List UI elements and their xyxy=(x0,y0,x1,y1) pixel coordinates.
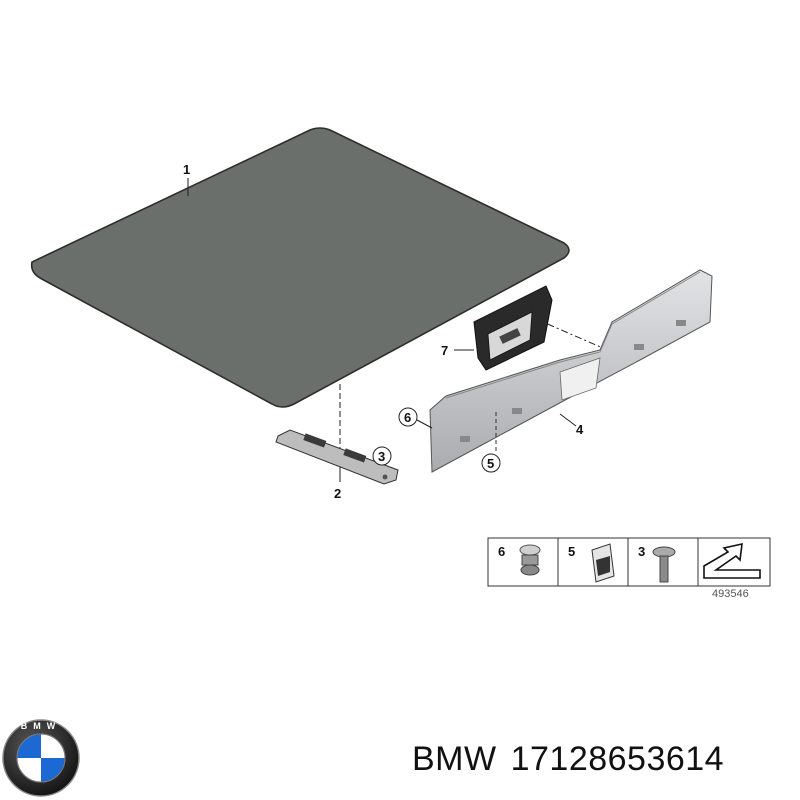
bracket xyxy=(275,429,399,485)
callout-4: 4 xyxy=(576,422,584,437)
trim-frame xyxy=(473,285,553,371)
callout-3-ring xyxy=(372,446,392,466)
legend-num-5: 5 xyxy=(568,544,575,559)
callout-1: 1 xyxy=(183,162,190,177)
callout-2: 2 xyxy=(334,486,341,501)
legend-num-3: 3 xyxy=(638,544,645,559)
nut-clip-icon xyxy=(591,543,615,583)
floor-mat xyxy=(30,127,570,408)
bmw-logo: BMW xyxy=(2,719,80,797)
legend-num-6: 6 xyxy=(498,544,505,559)
screw-icon xyxy=(652,546,676,583)
callout-6: 6 xyxy=(404,410,411,425)
svg-text:BMW: BMW xyxy=(21,721,62,731)
callout-6-ring xyxy=(398,407,418,427)
part-caption: BMW 17128653614 xyxy=(412,740,724,779)
arrow-icon xyxy=(703,542,761,579)
part-number: 17128653614 xyxy=(510,740,725,778)
callout-5-ring xyxy=(481,453,501,473)
brand-name: BMW xyxy=(412,740,497,778)
figure-number: 493546 xyxy=(712,588,749,600)
callout-5: 5 xyxy=(487,456,494,471)
leader-line-6 xyxy=(416,419,433,429)
fastener-legend: 6 5 3 xyxy=(487,537,771,587)
callout-7: 7 xyxy=(441,343,448,358)
clip-icon xyxy=(519,544,541,576)
loading-sill-trim xyxy=(429,269,713,473)
leader-line-4 xyxy=(559,413,577,427)
callout-3: 3 xyxy=(378,449,385,464)
